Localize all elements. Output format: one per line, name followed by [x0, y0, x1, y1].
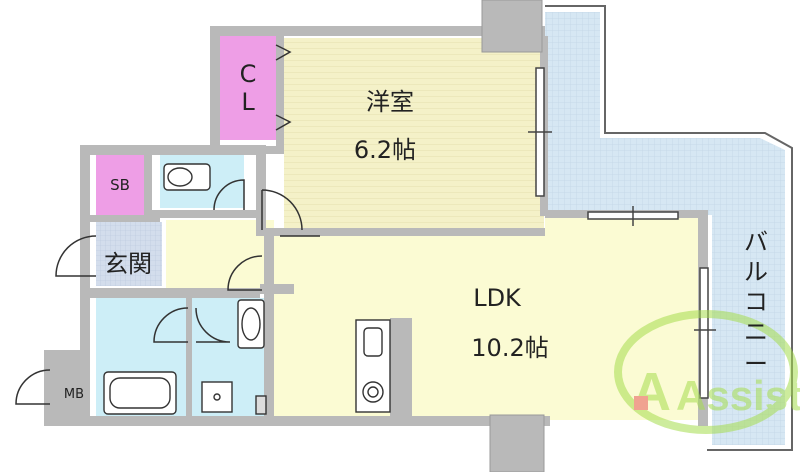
meter-box-label: MB	[64, 387, 84, 402]
entrance-label: 玄関	[104, 250, 152, 278]
balcony-char: ル	[744, 258, 768, 286]
balcony-area	[545, 12, 785, 445]
doors	[15, 44, 320, 405]
balcony-char: コ	[744, 288, 768, 316]
shoe-box-label: SB	[110, 176, 130, 194]
balcony-char: バ	[744, 228, 768, 256]
balcony-char: ー	[744, 350, 768, 378]
balcony-label: バ ル コ ニ ー	[744, 228, 768, 378]
ldk-size: 10.2帖	[471, 334, 548, 362]
closet-label-l: L	[241, 88, 255, 116]
western-room-size: 6.2帖	[354, 136, 416, 164]
closet-label-c: C	[240, 60, 257, 88]
balcony-railing	[545, 5, 793, 451]
closet-area	[220, 36, 276, 140]
windows	[528, 67, 716, 399]
ldk-name: LDK	[473, 284, 522, 312]
watermark-text: Assist	[676, 372, 800, 419]
western-room-floor	[284, 38, 544, 234]
western-room-name: 洋室	[366, 88, 414, 116]
svg-text:A: A	[632, 362, 671, 422]
shoe-box-area	[96, 155, 144, 215]
watermark-logo: A Assist	[614, 310, 800, 434]
entrance-floor	[96, 222, 162, 286]
column-top	[481, 0, 543, 53]
balcony-char: ニ	[744, 318, 768, 346]
column-bottom	[489, 414, 545, 472]
fixtures	[103, 163, 391, 415]
